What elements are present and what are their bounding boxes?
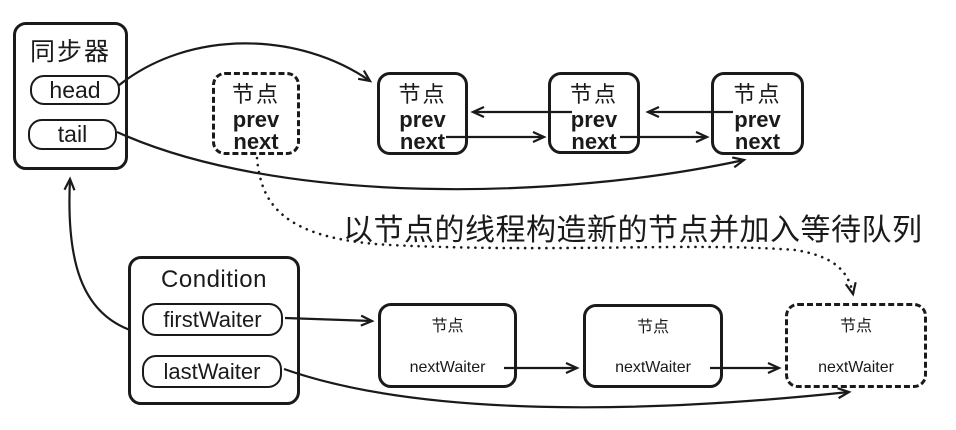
node-title: 节点 — [231, 82, 280, 107]
prev-field-label: prev — [232, 107, 280, 132]
condition-title: Condition — [161, 266, 267, 293]
sync-node-new-dashed: 节点 prev next — [212, 72, 300, 155]
node-title: 节点 — [398, 82, 447, 107]
tail-label: tail — [57, 121, 88, 147]
node-title: 节点 — [636, 319, 669, 336]
condition-box: Condition firstWaiter lastWaiter — [128, 256, 300, 405]
last-waiter-label: lastWaiter — [163, 358, 261, 384]
next-field-label: next — [233, 129, 279, 154]
arrow-lastwaiter-to-waitnode3 — [283, 367, 852, 409]
synchronizer-box: 同步器 head tail — [13, 22, 128, 170]
prev-field-label: prev — [734, 107, 781, 132]
next-field-label: next — [571, 129, 617, 154]
wait-node-2: 节点 nextWaiter — [583, 304, 723, 388]
next-field-label: next — [399, 129, 446, 154]
first-waiter-field: firstWaiter — [142, 303, 283, 336]
head-field: head — [30, 75, 120, 105]
construct-node-annotation: 以节点的线程构造新的节点并加入等待队列 — [343, 214, 923, 247]
tail-field: tail — [28, 119, 117, 150]
head-label: head — [49, 76, 101, 103]
node-title: 节点 — [569, 82, 618, 107]
wait-node-1: 节点 nextWaiter — [378, 303, 517, 388]
next-waiter-field-label: nextWaiter — [615, 359, 691, 376]
prev-field-label: prev — [399, 107, 446, 132]
wait-node-new-dashed: 节点 nextWaiter — [785, 303, 927, 388]
next-field-label: next — [734, 129, 781, 154]
arrow-condition-to-synchronizer — [63, 176, 131, 332]
first-waiter-label: firstWaiter — [163, 306, 262, 332]
next-waiter-field-label: nextWaiter — [818, 359, 894, 376]
node-title: 节点 — [733, 82, 782, 107]
sync-node-1: 节点 prev next — [377, 72, 468, 155]
sync-node-2: 节点 prev next — [548, 72, 640, 154]
synchronizer-title: 同步器 — [29, 38, 111, 66]
last-waiter-field: lastWaiter — [142, 355, 282, 388]
node-title: 节点 — [431, 318, 464, 335]
prev-field-label: prev — [570, 107, 618, 132]
next-waiter-field-label: nextWaiter — [409, 359, 486, 376]
sync-node-3: 节点 prev next — [711, 72, 804, 155]
node-title: 节点 — [839, 318, 872, 335]
